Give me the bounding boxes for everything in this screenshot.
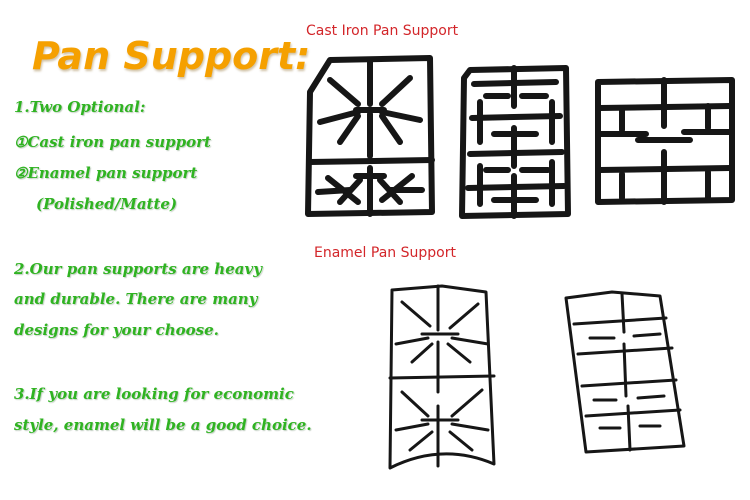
enamel-label: Enamel Pan Support — [314, 245, 456, 261]
enamel-grate-curved-image — [388, 284, 496, 470]
text-economic-line2: style, enamel will be a good choice. — [14, 416, 312, 434]
page-title: Pan Support: — [32, 34, 311, 78]
text-economic-line1: 3.If you are looking for economic — [14, 385, 294, 403]
text-heavy-line3: designs for your choose. — [14, 321, 219, 339]
cast-iron-grate-double-burner-image — [305, 55, 435, 217]
text-finish-note: (Polished/Matte) — [36, 195, 178, 213]
cast-iron-grate-rect-ribs-image — [459, 65, 571, 219]
text-enamel-option: ②Enamel pan support — [14, 164, 198, 182]
cast-iron-grate-square-image — [595, 77, 735, 205]
text-heavy-line2: and durable. There are many — [14, 290, 258, 308]
text-cast-iron-option: ①Cast iron pan support — [14, 133, 211, 151]
cast-iron-label: Cast Iron Pan Support — [306, 23, 459, 39]
enamel-grate-wire-image — [564, 290, 686, 454]
text-two-optional: 1.Two Optional: — [14, 98, 146, 116]
text-heavy-line1: 2.Our pan supports are heavy — [14, 260, 262, 278]
